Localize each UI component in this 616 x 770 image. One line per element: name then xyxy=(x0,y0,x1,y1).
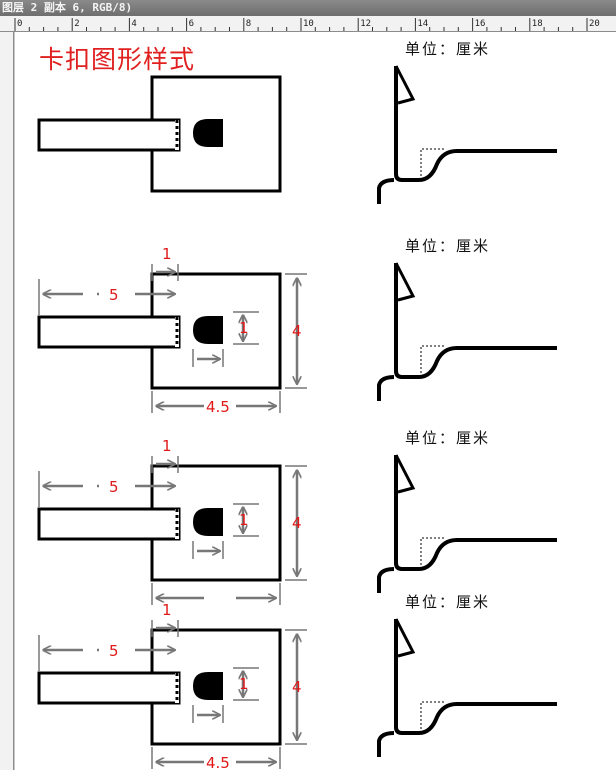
top-ruler[interactable]: 0 2 4 6 8 10 12 14 16 18 20 xyxy=(0,16,616,32)
ruler-tick-label: 6 xyxy=(189,19,194,29)
dim-box-height: 4 xyxy=(292,514,302,532)
unit-label-1: 单位：厘米 xyxy=(405,40,491,58)
dim-slot-width: 1 xyxy=(162,437,172,455)
dim-arm-length: 5 xyxy=(109,478,119,496)
ruler-tick-label: 4 xyxy=(131,19,136,29)
ruler-tick-label: 18 xyxy=(532,19,543,29)
dim-box-height: 4 xyxy=(292,678,302,696)
unit-label-3: 单位：厘米 xyxy=(405,429,491,447)
clip-drawing-2: 1 5 1 4 4.5 xyxy=(37,245,559,416)
unit-label-2: 单位：厘米 xyxy=(405,237,491,255)
clip-drawing-1 xyxy=(37,64,559,206)
dim-box-height: 4 xyxy=(292,322,302,340)
dim-hole-height: 1 xyxy=(239,511,249,529)
ruler-tick-label: 8 xyxy=(246,19,251,29)
dim-slot-width: 1 xyxy=(162,245,172,263)
left-ruler[interactable] xyxy=(0,32,14,770)
dim-hole-height: 1 xyxy=(239,675,249,693)
clip-drawings: 1 5 1 4 4.5 1 5 1 4 1 5 1 4 4.5 xyxy=(37,64,559,770)
ruler-tick-label: 2 xyxy=(74,19,79,29)
top-ruler-ticks: 0 2 4 6 8 10 12 14 16 18 20 xyxy=(14,18,600,31)
dim-hole-height: 1 xyxy=(239,319,249,337)
window-title: 图层 2 副本 6, RGB/8) xyxy=(0,0,616,16)
ruler-tick-label: 16 xyxy=(475,19,486,29)
dim-arm-length: 5 xyxy=(109,642,119,660)
dim-box-width: 4.5 xyxy=(206,754,230,770)
ruler-tick-label: 20 xyxy=(589,19,600,29)
dim-slot-width: 1 xyxy=(162,601,172,619)
document-canvas: 卡扣图形样式 单位：厘米 单位：厘米 单位：厘米 单位：厘米 xyxy=(15,32,616,770)
ruler-tick-label: 14 xyxy=(417,19,428,29)
dim-arm-length: 5 xyxy=(109,286,119,304)
ruler-tick-label: 12 xyxy=(360,19,371,29)
ruler-tick-label: 0 xyxy=(17,19,22,29)
page-title: 卡扣图形样式 xyxy=(39,45,196,74)
unit-label-4: 单位：厘米 xyxy=(405,593,491,611)
clip-drawing-4: 1 5 1 4 4.5 xyxy=(37,601,559,770)
dim-box-width: 4.5 xyxy=(206,398,230,416)
clip-drawing-3: 1 5 1 4 xyxy=(37,437,559,605)
ruler-tick-label: 10 xyxy=(303,19,314,29)
